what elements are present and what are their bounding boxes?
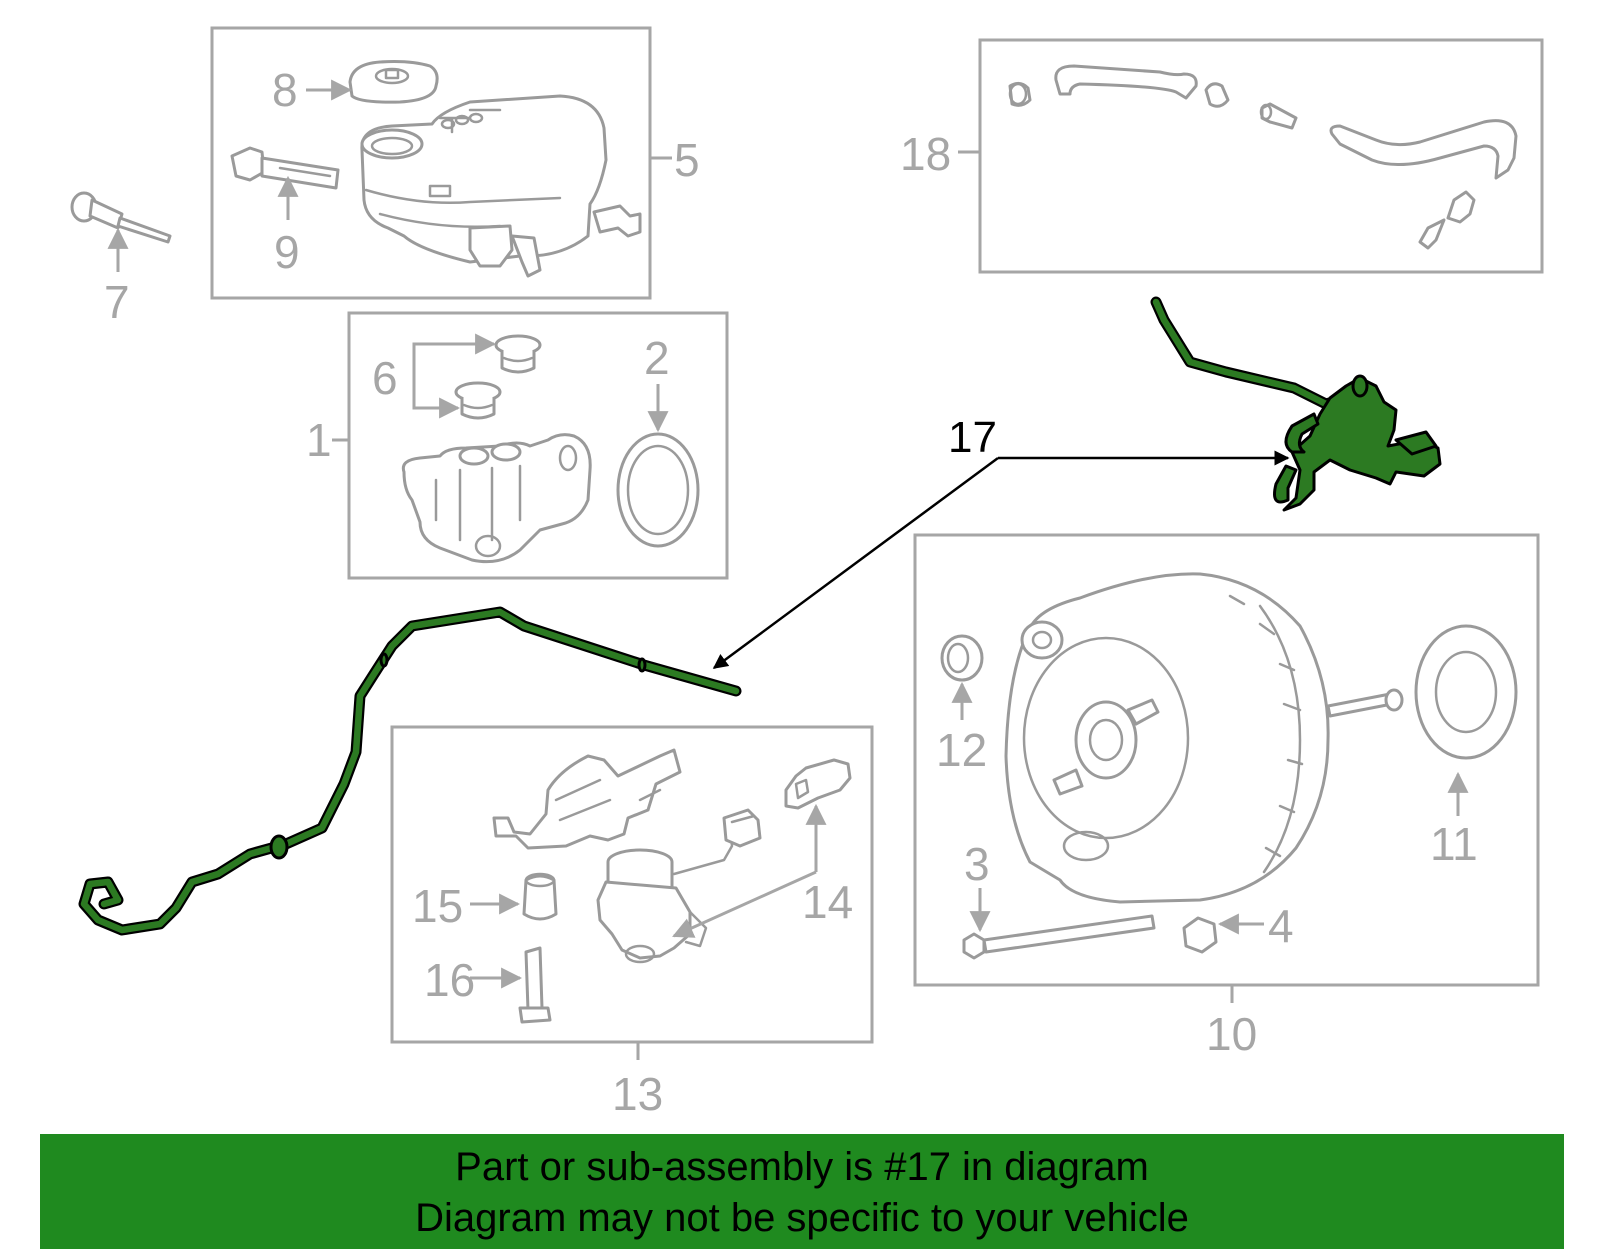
brake-booster-illustration [1004, 572, 1404, 904]
callout-13: 13 [612, 1068, 663, 1120]
sensor-14-illustration [784, 758, 852, 810]
check-valve-17-highlighted [1150, 296, 1442, 512]
master-cylinder-illustration [401, 433, 592, 564]
callout-10: 10 [1206, 1008, 1257, 1060]
leader-17-hose [712, 456, 999, 670]
banner-line-1: Part or sub-assembly is #17 in diagram [455, 1145, 1149, 1189]
callout-1: 1 [306, 414, 332, 466]
grommet-upper-illustration [494, 334, 542, 374]
callout-2: 2 [644, 332, 670, 384]
callout-6: 6 [372, 352, 398, 404]
vacuum-pump-illustration [596, 820, 748, 964]
vacuum-hose-17-highlighted [78, 606, 742, 936]
gasket-11-illustration [1414, 624, 1518, 760]
grommet-lower-illustration [454, 381, 502, 420]
group-box-13 [390, 725, 874, 1044]
leader-6 [412, 333, 497, 378]
callout-17: 17 [948, 413, 997, 462]
group-box-10 [913, 533, 1540, 987]
callout-15: 15 [412, 880, 463, 932]
callout-8: 8 [272, 64, 298, 116]
group-box-18 [978, 38, 1544, 274]
callout-12: 12 [936, 724, 987, 776]
nut-4-illustration [1182, 916, 1218, 954]
seal-12-illustration [940, 634, 984, 682]
group-box-5 [210, 26, 652, 300]
callout-9: 9 [274, 226, 300, 278]
reservoir-cap-illustration [348, 60, 439, 104]
seal-2-illustration [616, 432, 700, 548]
group-box-1 [347, 311, 729, 580]
notice-banner: Part or sub-assembly is #17 in diagram D… [40, 1134, 1564, 1249]
fluid-level-sensor-illustration [230, 146, 340, 190]
bolt-3-illustration [962, 914, 1156, 960]
callout-5: 5 [674, 134, 700, 186]
callout-4: 4 [1268, 900, 1294, 952]
callout-16: 16 [424, 954, 475, 1006]
leader-6b [412, 378, 461, 419]
callout-7: 7 [104, 276, 130, 328]
reservoir-illustration [360, 94, 642, 278]
callout-18: 18 [900, 128, 951, 180]
cap-15-illustration [522, 872, 558, 921]
bracket-illustration [492, 748, 682, 850]
banner-line-2: Diagram may not be specific to your vehi… [415, 1196, 1189, 1240]
bolt-16-illustration [518, 946, 552, 1024]
vacuum-hose-kit-illustration [1008, 64, 1518, 250]
callout-14: 14 [802, 876, 853, 928]
connector-illustration [722, 808, 762, 848]
leader-14b [672, 870, 817, 938]
bolt-7-illustration [70, 191, 172, 244]
callout-11: 11 [1430, 818, 1478, 870]
callout-3: 3 [964, 838, 990, 890]
